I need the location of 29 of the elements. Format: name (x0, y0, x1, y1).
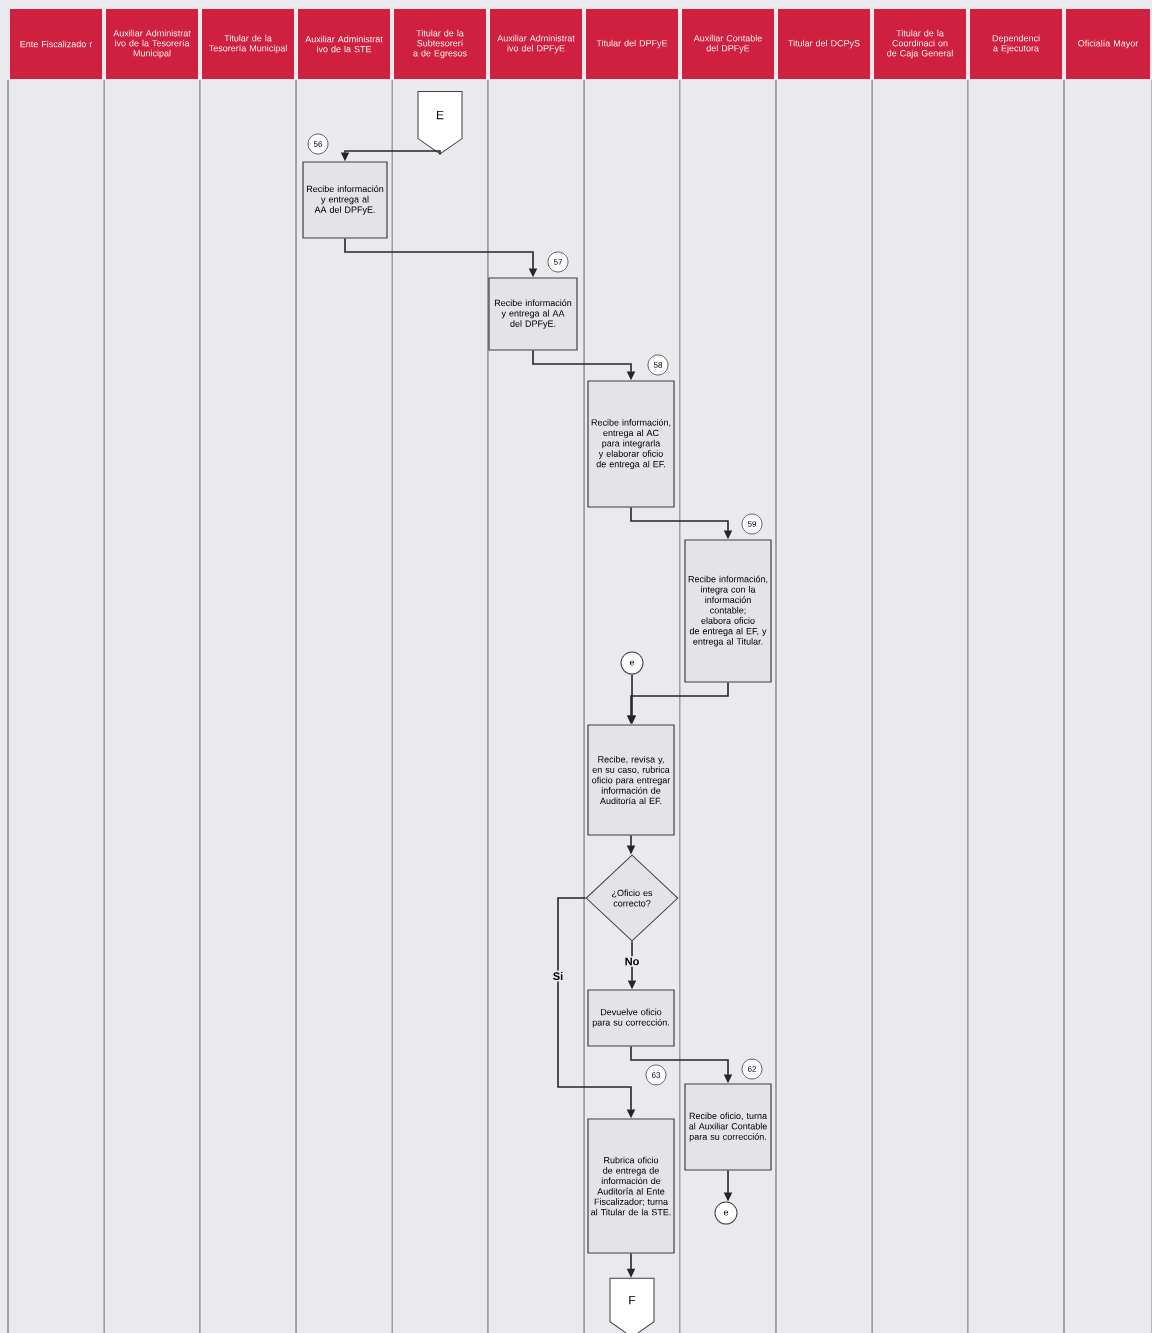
step-number: 57 (547, 251, 569, 273)
process-box: Recibe, revisa y, en su caso, rubrica oficio para entregar información de Auditoría al EF. (587, 724, 675, 836)
header-cell: Auxiliar Administrat ivo de la STE (298, 9, 390, 79)
process-box: Rubrica oficio de entrega de información de Auditoría al Ente Fiscalizador; turna al Titular de la STE. (587, 1118, 675, 1254)
process-box: Recibe oficio, turna al Auxiliar Contable para su corrección. (684, 1083, 772, 1171)
step-number: 63 (645, 1064, 667, 1086)
process-box: Recibe información y entrega al AA del DPFyE. (488, 277, 578, 351)
header-cell: Auxiliar Administrat ivo de la Tesorería Municipal (106, 9, 198, 79)
edge-label: Si (553, 972, 563, 981)
header-cell: Ente Fiscalizado r (10, 9, 102, 79)
step-number: 56 (307, 133, 329, 155)
process-box: Recibe información y entrega al AA del DPFyE. (302, 161, 388, 239)
step-number: 58 (647, 354, 669, 376)
edge-label: No (625, 957, 639, 966)
header-cell: Titular de la Tesorería Municipal (202, 9, 294, 79)
process-box: Devuelve oficio para su corrección. (587, 989, 675, 1047)
step-number: 62 (741, 1058, 763, 1080)
header-cell: Dependenci a Ejecutora (970, 9, 1062, 79)
header-cell: Titular de la Coordinaci on de Caja General (874, 9, 966, 79)
header-cell: Auxiliar Contable del DPFyE (682, 9, 774, 79)
header-cell: Auxiliar Administrat ivo del DPFyE (490, 9, 582, 79)
process-box: Recibe información, integra con la información contable; elabora oficio de entrega al EF, y entrega al Titular. (684, 539, 772, 683)
header-cell: Titular del DCPyS (778, 9, 870, 79)
header-cell: Titular del DPFyE (586, 9, 678, 79)
process-box: Recibe información, entrega al AC para integrarla y elaborar oficio de entrega al EF. (587, 380, 675, 508)
off-page-connector: F (609, 1277, 655, 1333)
step-number: 59 (741, 513, 763, 535)
header-cell: Titular de la Subtesorerí a de Egresos (394, 9, 486, 79)
header-cell: Oficialía Mayor (1066, 9, 1150, 79)
